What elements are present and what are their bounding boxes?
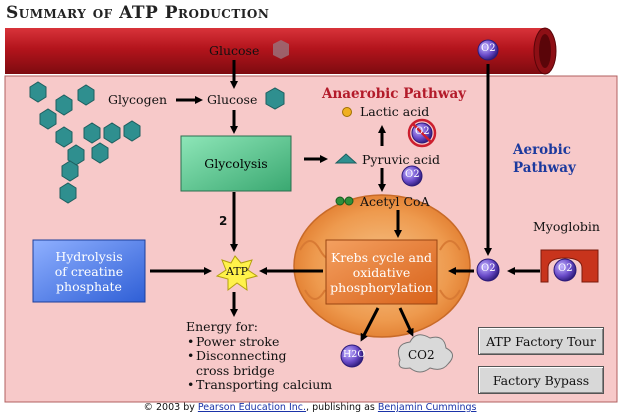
acetyl-coa-dot-1-icon (335, 196, 345, 206)
aerobic-label-line2: Pathway (513, 160, 576, 176)
atp-star-icon (215, 255, 259, 292)
o2-mito-label: O2 (481, 263, 496, 274)
o2-myoglobin-bubble-icon (553, 258, 577, 282)
hydrolysis-line3: phosphate (56, 278, 122, 294)
hydrolysis-box-shape (32, 239, 146, 303)
energy-heading: Energy for: (186, 319, 258, 334)
myoglobin-label: Myoglobin (533, 219, 600, 234)
hydrolysis-line1: Hydrolysis (55, 248, 123, 264)
pathway-arrows (150, 60, 540, 342)
publisher-link[interactable]: Pearson Education Inc. (197, 402, 307, 413)
acetyl-coa-dot-2-icon (344, 196, 354, 206)
o2-myoglobin-label: O2 (558, 263, 573, 274)
o2-crossed-label: O2 (415, 126, 430, 137)
glucose-blood-hexagon-icon (273, 40, 289, 59)
hydrolysis-box: Hydrolysis of creatine phosphate (33, 240, 145, 302)
o2-blood-label: O2 (481, 43, 496, 54)
glucose-blood-label: Glucose (209, 43, 260, 58)
h2o-bubble-icon (340, 344, 364, 368)
footer-middle: , publishing as (306, 402, 378, 413)
energy-item-power-stroke: Power stroke (196, 334, 332, 350)
hydrolysis-line2: of creatine (54, 263, 124, 279)
atp-count-label: 2 (219, 214, 228, 228)
page-title: Summary of ATP Production (6, 3, 270, 23)
krebs-box-shape (325, 239, 438, 305)
atp-label: ATP (226, 265, 249, 278)
glycogen-hexagon-chain (29, 81, 141, 204)
energy-item-disconnecting: Disconnecting (196, 348, 332, 364)
copyright-footer: © 2003 by Pearson Education Inc., publis… (0, 402, 620, 413)
glucose-cell-label: Glucose (207, 92, 258, 107)
footer-prefix: © 2003 by (143, 402, 198, 413)
energy-for-list: Energy for: Power stroke Disconnecting c… (186, 319, 332, 393)
imprint-link[interactable]: Benjamin Cummings (377, 402, 477, 413)
krebs-line1: Krebs cycle and (330, 249, 433, 265)
energy-item-cross-bridge: cross bridge (196, 362, 275, 378)
myoglobin-shape (540, 249, 599, 283)
o2-blood-bubble-icon (477, 39, 499, 61)
o2-mito-bubble-icon (476, 258, 500, 282)
glycogen-label: Glycogen (108, 92, 168, 107)
glycolysis-box-shape (180, 135, 292, 192)
o2-pyruvic-bubble-icon (401, 165, 423, 187)
glycolysis-box: Glycolysis (204, 156, 268, 171)
atp-factory-tour-button[interactable]: ATP Factory Tour (478, 327, 604, 355)
aerobic-label-line1: Aerobic (513, 142, 571, 158)
energy-item-transporting-calcium: Transporting calcium (196, 377, 332, 393)
pyruvic-acid-triangle-icon (334, 153, 358, 164)
krebs-line3: phosphorylation (330, 279, 433, 295)
krebs-line2: oxidative (352, 264, 411, 280)
co2-label: CO2 (408, 348, 435, 362)
prohibited-icon (407, 118, 437, 148)
mitochondrion-cristae (299, 240, 461, 300)
pyruvic-acid-label: Pyruvic acid (362, 152, 440, 167)
krebs-box: Krebs cycle and oxidative phosphorylatio… (326, 240, 437, 304)
acetyl-coa-label: Acetyl CoA (360, 194, 430, 209)
anaerobic-pathway-label: Anaerobic Pathway (322, 86, 467, 102)
factory-bypass-button[interactable]: Factory Bypass (478, 366, 604, 394)
lactic-acid-label: Lactic acid (360, 104, 430, 119)
glucose-cell-hexagon-icon (265, 87, 285, 110)
h2o-label: H2O (343, 349, 366, 360)
lactic-acid-dot-icon (342, 107, 352, 117)
co2-cloud-icon (397, 334, 453, 373)
o2-pyruvic-label: O2 (405, 169, 420, 180)
